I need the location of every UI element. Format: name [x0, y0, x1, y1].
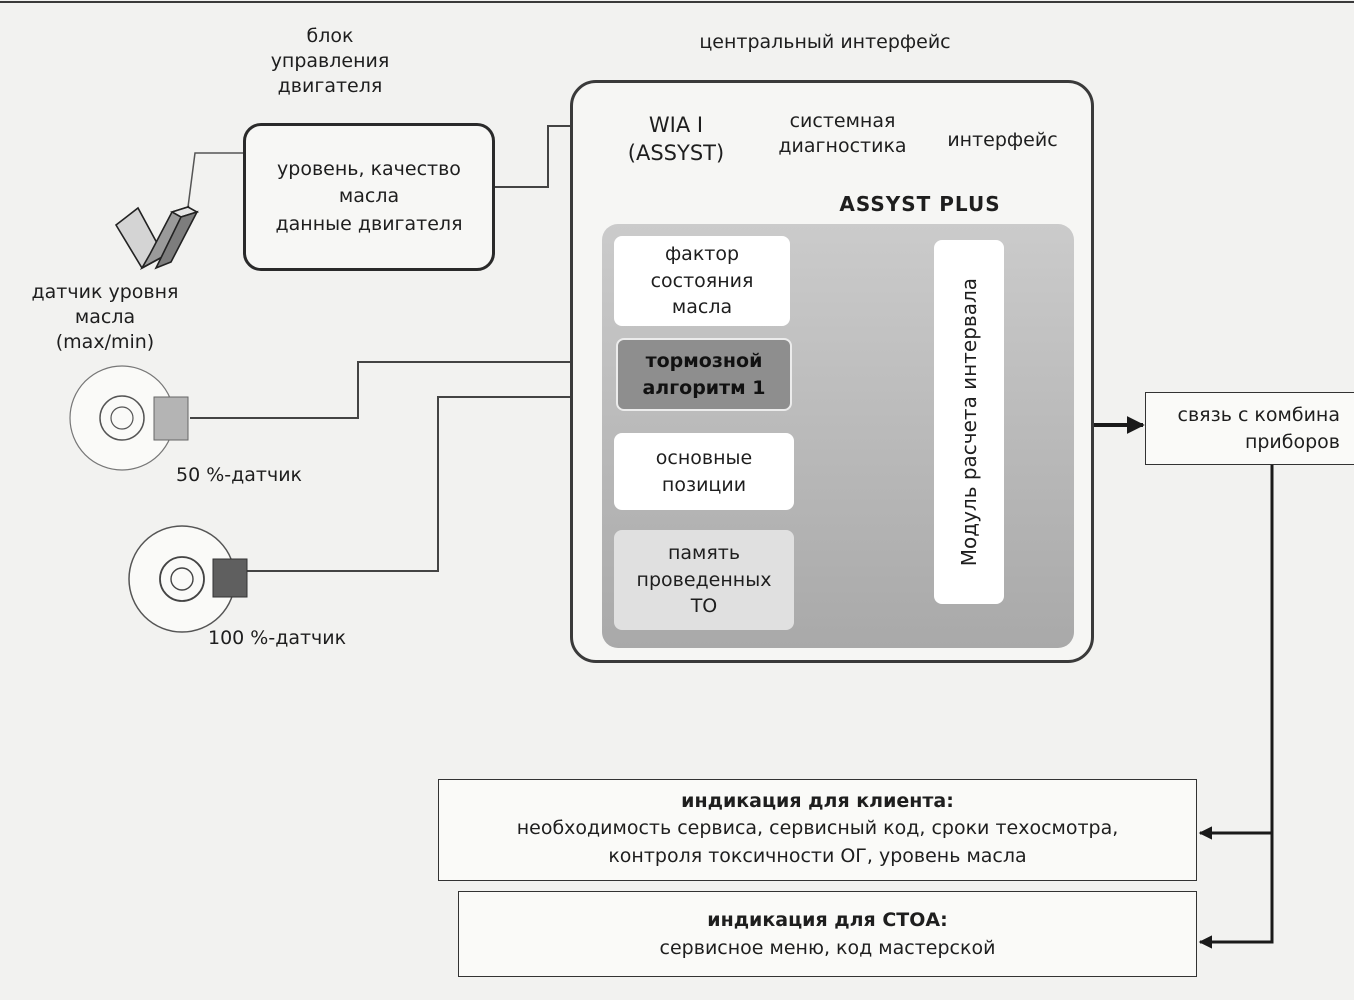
cluster-link-label: связь с комбина приборов — [1177, 403, 1340, 453]
wia-label: WIA I (ASSYST) — [627, 113, 725, 165]
oil-sensor-label: датчик уровня масла (max/min) — [31, 281, 179, 354]
brake-algorithm-box: тормозной алгоритм 1 — [616, 338, 792, 411]
oil-sensor-wire — [187, 152, 248, 208]
stoa-indication-box: индикация для СТОА: сервисное меню, код … — [458, 891, 1197, 977]
system-diagnostics-label: системная диагностика — [778, 110, 907, 158]
service-memory-box: память проведенных ТО — [614, 530, 794, 630]
brake-algorithm-label: тормозной алгоритм 1 — [642, 349, 766, 399]
stoa-indication-title: индикация для СТОА: — [707, 909, 948, 931]
engine-unit-content: уровень, качество масла данные двигателя — [275, 157, 463, 235]
client-indication-title: индикация для клиента: — [681, 789, 954, 812]
sensor-100-label: 100 %-датчик — [208, 627, 347, 649]
client-indication-text: необходимость сервиса, сервисный код, ср… — [516, 816, 1119, 867]
sensor-50-label: 50 %-датчик — [176, 464, 303, 486]
engine-unit-title: блок управления двигателя — [270, 25, 390, 98]
client-indication-box: индикация для клиента: необходимость сер… — [438, 779, 1197, 881]
stoa-indication-arrow — [1198, 833, 1274, 949]
client-indication-arrow — [1198, 465, 1274, 840]
oil-factor-label: фактор состояния масла — [650, 243, 754, 319]
sensor100-wire — [247, 391, 612, 572]
service-memory-label: память проведенных ТО — [636, 542, 772, 618]
main-positions-box: основные позиции — [614, 433, 794, 510]
stoa-indication-text: сервисное меню, код мастерской — [659, 937, 996, 959]
oil-level-sensor-icon — [114, 205, 200, 271]
assyst-plus-title: ASSYST PLUS — [839, 192, 1001, 216]
interface-label: интерфейс — [947, 129, 1058, 151]
cluster-link-box: связь с комбина приборов — [1145, 392, 1354, 465]
oil-factor-box: фактор состояния масла — [614, 236, 790, 326]
main-positions-label: основные позиции — [655, 446, 753, 496]
central-interface-title: центральный интерфейс — [699, 31, 951, 53]
engine-unit-box: уровень, качество масла данные двигателя — [243, 123, 495, 271]
interval-module-box: Модуль расчета интервала — [934, 240, 1004, 604]
sensor-50-icon — [69, 365, 189, 471]
sensor-100-icon — [128, 525, 248, 633]
interval-module-label: Модуль расчета интервала — [957, 277, 981, 567]
sensor50-wire — [190, 356, 612, 419]
